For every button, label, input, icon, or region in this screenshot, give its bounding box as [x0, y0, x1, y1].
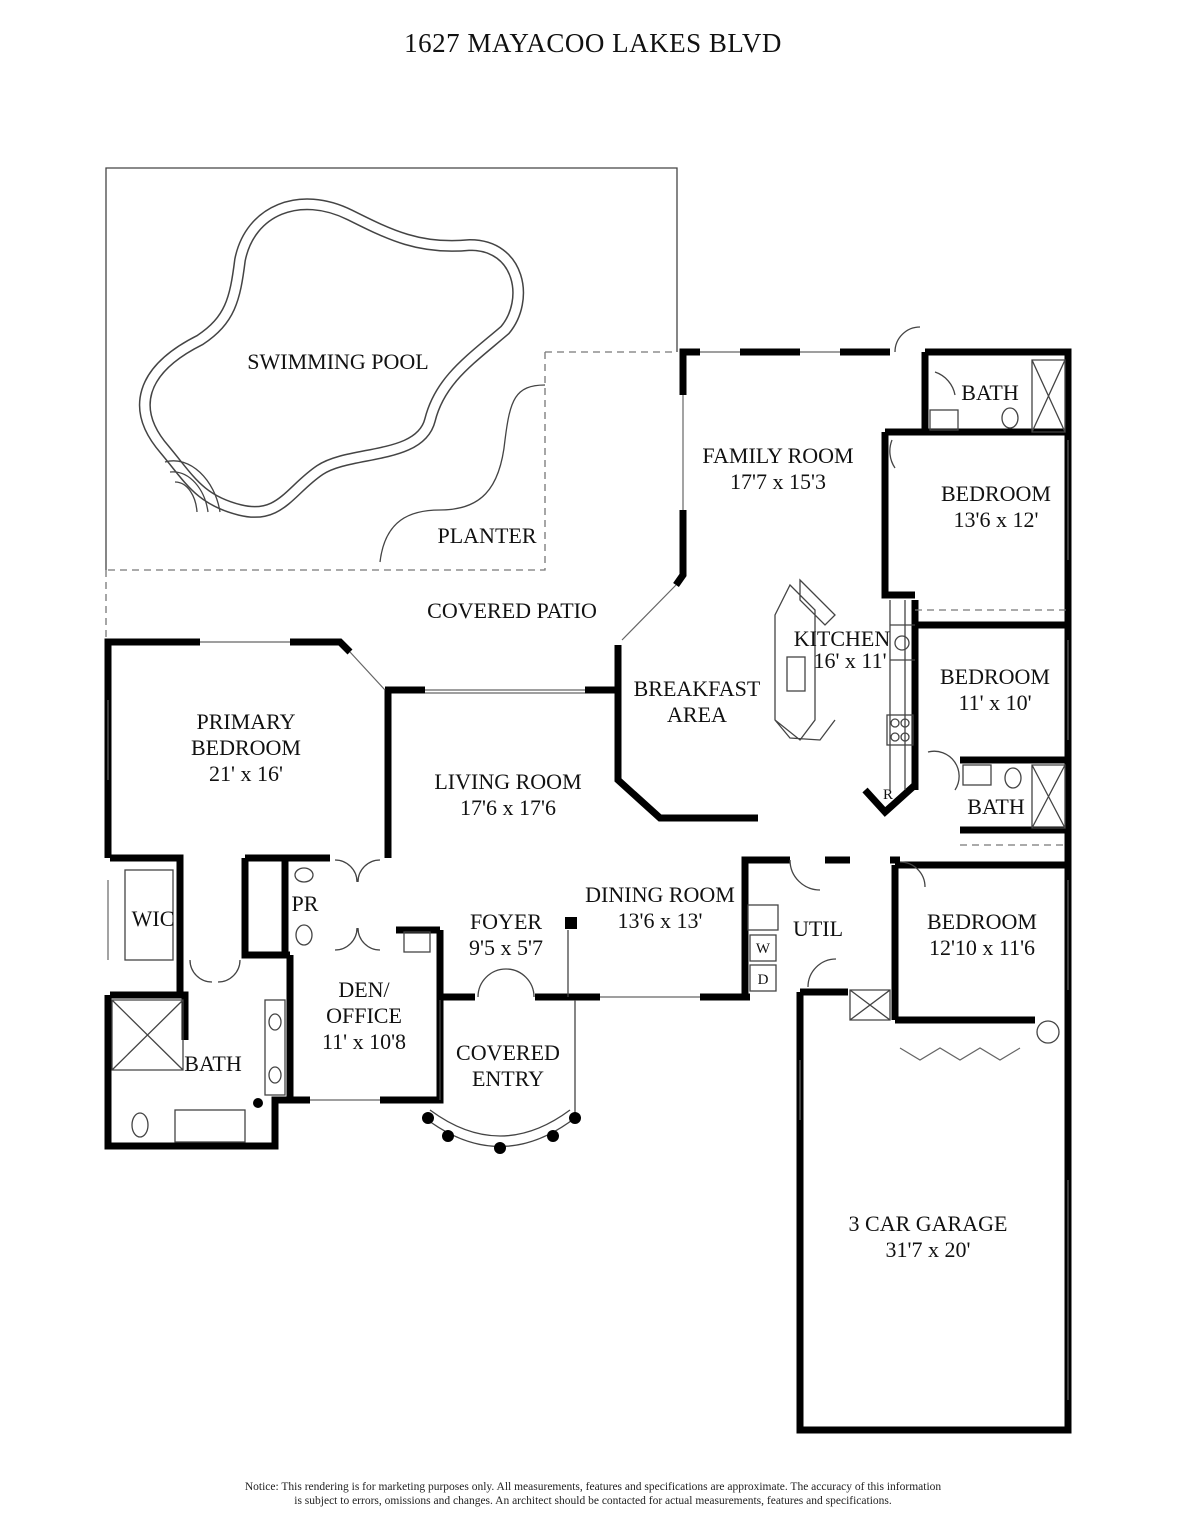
size-kitchen: 16' x 11'	[813, 648, 886, 673]
label-living-room: LIVING ROOM	[434, 769, 581, 794]
fixtures	[111, 326, 1066, 1154]
label-washer: W	[756, 941, 771, 957]
size-bedroom-3: 12'10 x 11'6	[929, 935, 1035, 960]
label-breakfast-area: AREA	[667, 702, 727, 727]
label-covered-entry-2: ENTRY	[472, 1066, 544, 1091]
label-office: OFFICE	[326, 1003, 402, 1028]
size-dining-room: 13'6 x 13'	[618, 908, 703, 933]
label-dining-room: DINING ROOM	[585, 882, 735, 907]
size-bedroom-2: 11' x 10'	[958, 690, 1031, 715]
label-dryer: D	[758, 972, 769, 988]
label-pr: PR	[292, 891, 319, 916]
size-primary-bedroom: 21' x 16'	[209, 761, 283, 786]
label-covered-patio: COVERED PATIO	[427, 598, 597, 623]
plan-title: 1627 MAYACOO LAKES BLVD	[404, 28, 782, 58]
label-bath-top: BATH	[961, 380, 1019, 405]
size-family-room: 17'7 x 15'3	[730, 469, 826, 494]
label-refrigerator: R	[883, 787, 893, 803]
label-util: UTIL	[793, 916, 843, 941]
pool-deck	[105, 167, 678, 642]
label-kitchen: KITCHEN	[794, 626, 891, 651]
label-primary-bedroom: PRIMARY	[196, 709, 295, 734]
label-bath-mid: BATH	[967, 794, 1025, 819]
label-family-room: FAMILY ROOM	[702, 443, 853, 468]
label-breakfast: BREAKFAST	[634, 676, 761, 701]
label-wic: WIC	[132, 906, 175, 931]
disclaimer-notice: Notice: This rendering is for marketing …	[0, 1480, 1186, 1508]
planter-edge	[379, 384, 546, 563]
label-den: DEN/	[338, 977, 390, 1002]
notice-line-2: is subject to errors, omissions and chan…	[294, 1495, 892, 1507]
label-swimming-pool: SWIMMING POOL	[247, 349, 429, 374]
label-bath-primary: BATH	[184, 1051, 242, 1076]
size-bedroom-1: 13'6 x 12'	[954, 507, 1039, 532]
room-labels: SWIMMING POOL PLANTER COVERED PATIO FAMI…	[132, 349, 1051, 1262]
size-garage: 31'7 x 20'	[886, 1237, 971, 1262]
notice-line-1: Notice: This rendering is for marketing …	[244, 1481, 942, 1493]
label-garage: 3 CAR GARAGE	[849, 1211, 1008, 1236]
label-bedroom-2: BEDROOM	[940, 664, 1050, 689]
label-primary-bedroom-2: BEDROOM	[191, 735, 301, 760]
size-living-room: 17'6 x 17'6	[460, 795, 556, 820]
label-foyer: FOYER	[470, 909, 542, 934]
size-foyer: 9'5 x 5'7	[469, 935, 543, 960]
label-bedroom-1: BEDROOM	[941, 481, 1051, 506]
label-planter: PLANTER	[438, 523, 537, 548]
label-bedroom-3: BEDROOM	[927, 909, 1037, 934]
size-den: 11' x 10'8	[322, 1029, 406, 1054]
label-covered-entry: COVERED	[456, 1040, 560, 1065]
swimming-pool	[138, 198, 525, 518]
